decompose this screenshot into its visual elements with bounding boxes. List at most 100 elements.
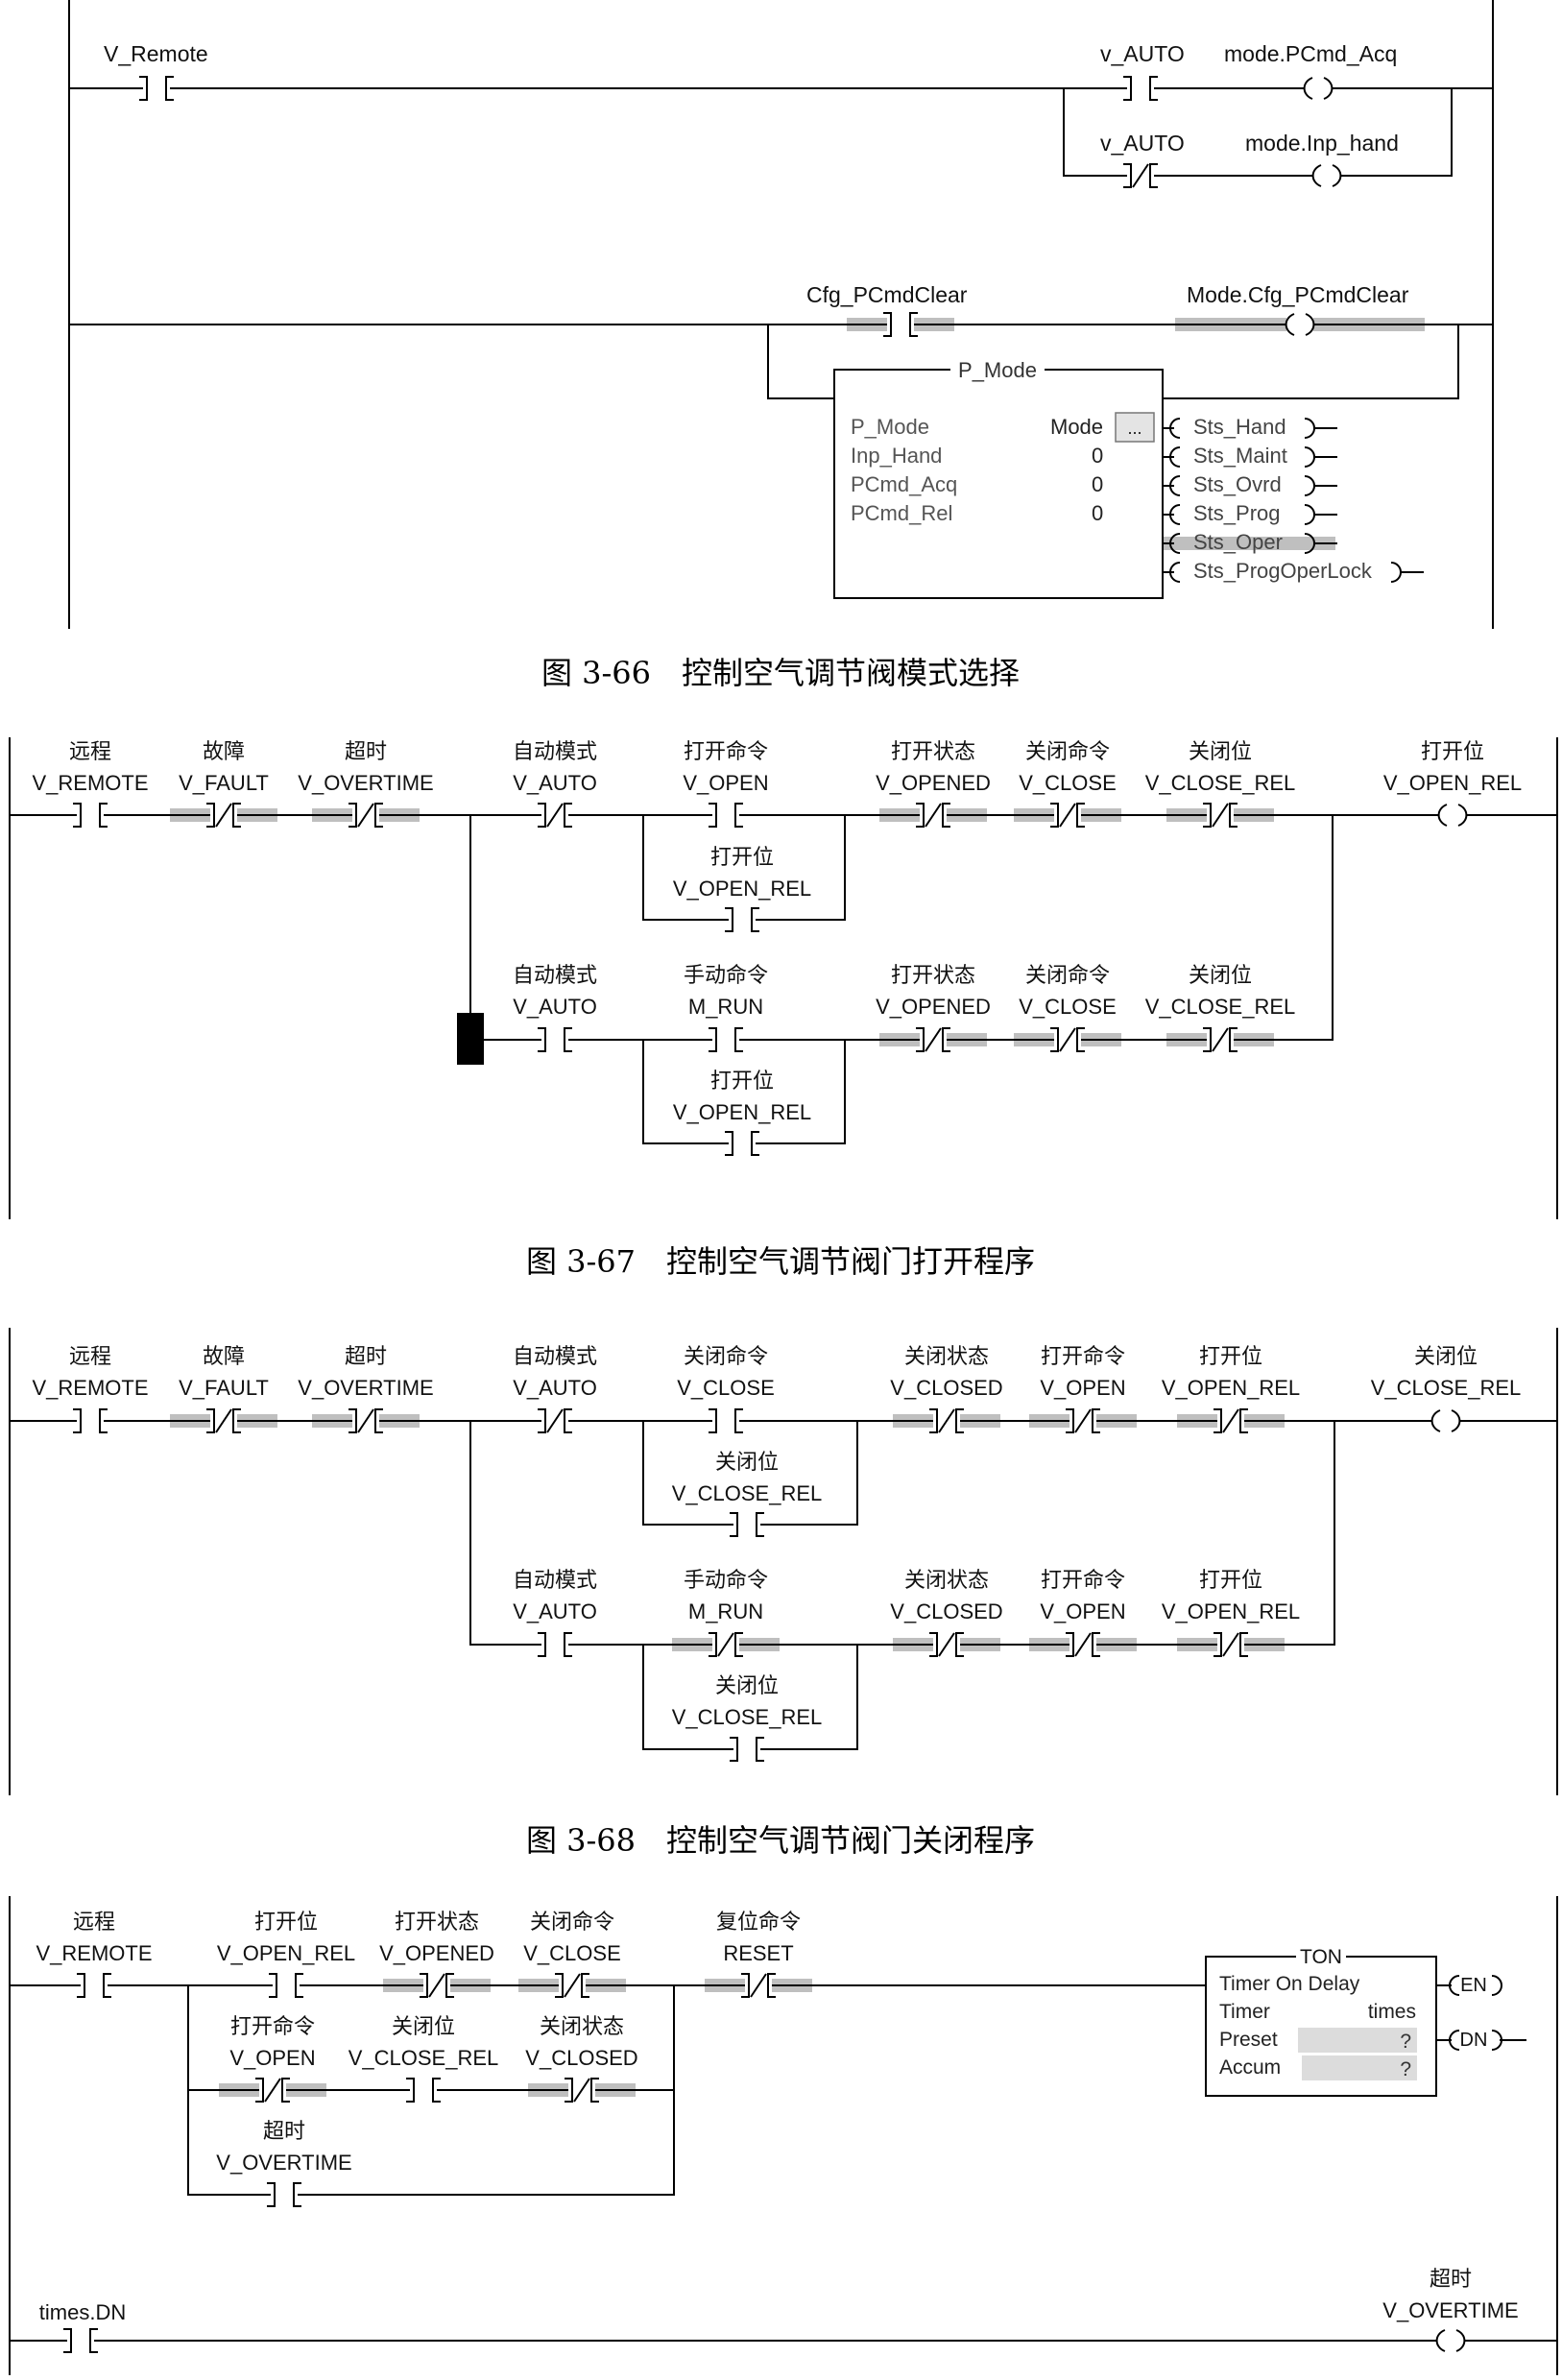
contact-right-bracket bbox=[564, 1027, 572, 1052]
fig68-en-0: V_REMOTE bbox=[32, 1376, 148, 1400]
fig68-zh-3: 自动模式 bbox=[513, 1344, 597, 1368]
fig67-zh-3: 自动模式 bbox=[513, 739, 597, 763]
contact-v-auto-no bbox=[1123, 74, 1158, 103]
fig67-en-6: V_CLOSE bbox=[1019, 771, 1117, 795]
contact-left-bracket bbox=[348, 1408, 357, 1433]
paren-left bbox=[1169, 418, 1181, 439]
paren-right bbox=[1390, 562, 1402, 583]
nc-slash bbox=[1222, 1632, 1239, 1657]
fig67: 远程 V_REMOTE 故障 V_FAULT 超时 V_OVERTIME 自动模… bbox=[32, 739, 1522, 1280]
contact-left-bracket bbox=[709, 1408, 717, 1433]
contact-67-lo-v-opened bbox=[879, 1025, 987, 1054]
contact-67-b2-v-open-rel bbox=[725, 1129, 759, 1158]
contact-left-bracket bbox=[741, 1973, 750, 1998]
ton-row-timer: Timer bbox=[1219, 2001, 1270, 2023]
contact-right-bracket bbox=[756, 1512, 764, 1537]
contact-left-bracket bbox=[1203, 803, 1212, 828]
coil-68-v-close-rel bbox=[1430, 1408, 1461, 1433]
contact-right-bracket bbox=[165, 76, 174, 101]
fig69-ot-en: V_OVERTIME bbox=[216, 2151, 351, 2175]
contact-right-bracket bbox=[734, 1027, 743, 1052]
fig69-mid-zh-0: 打开命令 bbox=[230, 2014, 315, 2038]
contact-left-bracket bbox=[139, 76, 148, 101]
contact-right-bracket bbox=[1076, 803, 1085, 828]
contact-69-v-close-rel bbox=[406, 2076, 441, 2104]
block-mode-label: Mode bbox=[1050, 415, 1103, 439]
contact-left-bracket bbox=[538, 803, 546, 828]
nc-slash bbox=[357, 1408, 374, 1433]
p-mode-block bbox=[833, 369, 1164, 599]
contact-left-bracket bbox=[1203, 1027, 1212, 1052]
nc-slash bbox=[717, 1632, 734, 1657]
coil-69-v-overtime bbox=[1435, 2328, 1466, 2353]
contact-left-bracket bbox=[916, 803, 925, 828]
contact-left-bracket bbox=[1123, 76, 1132, 101]
contact-left-bracket bbox=[73, 803, 82, 828]
contact-68-v-remote bbox=[73, 1406, 108, 1435]
contact-right-bracket bbox=[232, 803, 241, 828]
out-sts-prog: Sts_Prog bbox=[1193, 501, 1281, 525]
nc-slash bbox=[573, 2078, 590, 2103]
coil-67-v-open-rel bbox=[1437, 803, 1468, 828]
contact-cfg-pcmdclear bbox=[847, 310, 954, 339]
coil-right-arc bbox=[1305, 313, 1315, 336]
contact-right-bracket bbox=[295, 1973, 303, 1998]
fig67-en-7: V_CLOSE_REL bbox=[1145, 771, 1296, 795]
contact-left-bracket bbox=[73, 1408, 82, 1433]
contact-right-bracket bbox=[1149, 76, 1158, 101]
contact-right-bracket bbox=[564, 1632, 572, 1657]
fig67-zh-5: 打开状态 bbox=[891, 739, 975, 763]
contact-right-bracket bbox=[1229, 1027, 1238, 1052]
contact-right-bracket bbox=[564, 803, 572, 828]
ton-accum-value: ? bbox=[1400, 2058, 1411, 2080]
fig69-en-2: V_OPENED bbox=[379, 1941, 494, 1965]
paren-left bbox=[1169, 533, 1181, 554]
contact-right-bracket bbox=[756, 1737, 764, 1762]
fig69-en-0: V_REMOTE bbox=[36, 1941, 152, 1965]
block-browse-button[interactable]: ... bbox=[1115, 412, 1155, 443]
en-paren-left bbox=[1449, 1975, 1460, 1996]
ton-row-preset: Preset bbox=[1219, 2029, 1278, 2051]
fig67-lo-zh-0: 自动模式 bbox=[513, 963, 597, 987]
contact-left-bracket bbox=[1123, 163, 1132, 188]
fig67-en-1: V_FAULT bbox=[179, 771, 269, 795]
contact-left-bracket bbox=[730, 1512, 738, 1537]
contact-left-bracket bbox=[1050, 803, 1059, 828]
fig67-zh-7: 关闭位 bbox=[1189, 739, 1252, 763]
caption-fig-3-68: 图 3-68 控制空气调节阀门关闭程序 bbox=[526, 1822, 1035, 1859]
fig67-zh-2: 超时 bbox=[345, 739, 387, 763]
fig68-en-4: V_CLOSE bbox=[677, 1376, 775, 1400]
contact-left-bracket bbox=[538, 1408, 546, 1433]
fig68-lo-zh-4: 打开位 bbox=[1199, 1568, 1262, 1592]
fig68-zh-7: 打开位 bbox=[1199, 1344, 1262, 1368]
label-coil-pcmd-acq: mode.PCmd_Acq bbox=[1224, 41, 1397, 66]
contact-left-bracket bbox=[206, 803, 215, 828]
ton-accum-field[interactable] bbox=[1302, 2055, 1417, 2080]
fig66: V_Remote v_AUTO mode.PCmd_Acq v_AUTO mod… bbox=[104, 41, 1409, 691]
paren-right bbox=[1304, 475, 1315, 496]
contact-left-bracket bbox=[1214, 1632, 1222, 1657]
paren-left bbox=[1169, 562, 1181, 583]
label-v-auto-b: v_AUTO bbox=[1100, 131, 1185, 156]
fig67-zh-6: 关闭命令 bbox=[1025, 739, 1110, 763]
contact-left-bracket bbox=[725, 907, 733, 932]
coil-left-arc bbox=[1311, 164, 1322, 187]
paren-right bbox=[1304, 446, 1315, 468]
browse-button-label: ... bbox=[1127, 419, 1141, 438]
fig68-zh-2: 超时 bbox=[345, 1344, 387, 1368]
contact-68-b1-v-close-rel bbox=[730, 1510, 764, 1539]
fig68-zh-1: 故障 bbox=[203, 1344, 245, 1368]
paren-right bbox=[1304, 418, 1315, 439]
fig67-lo-en-1: M_RUN bbox=[688, 995, 763, 1019]
contact-right-bracket bbox=[942, 803, 950, 828]
coil-right-arc bbox=[1455, 2329, 1466, 2352]
contact-67-v-open bbox=[709, 801, 743, 829]
nc-slash bbox=[215, 1408, 232, 1433]
ton-timer-value: times bbox=[1368, 2001, 1416, 2023]
out-sts-oper: Sts_Oper bbox=[1193, 530, 1283, 554]
contact-67-v-opened bbox=[879, 801, 987, 829]
nc-slash bbox=[357, 803, 374, 828]
ton-preset-field[interactable] bbox=[1298, 2028, 1417, 2053]
out-sts-ovrd: Sts_Ovrd bbox=[1193, 472, 1282, 496]
nc-slash bbox=[925, 1027, 942, 1052]
